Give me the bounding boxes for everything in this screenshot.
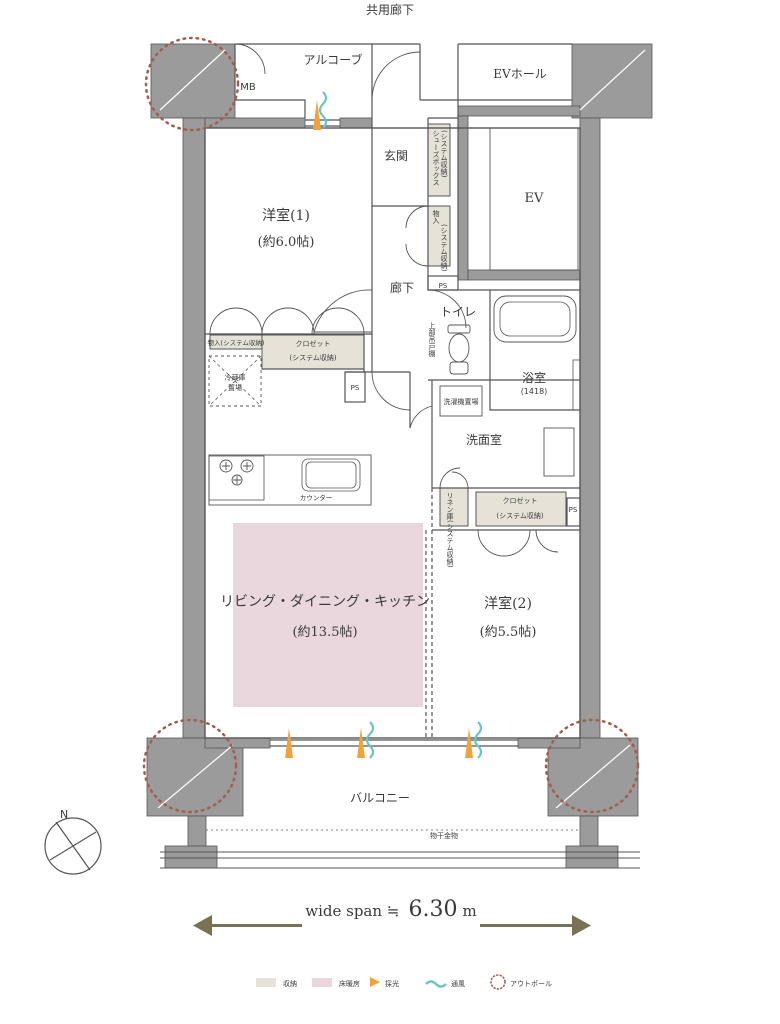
ldk-size: (約13.5帖) [292,625,357,640]
upper-shelf-label: 上部吊戸棚 [428,321,436,358]
ps-label-1: PS [439,282,448,290]
shoes-box-note: (システム収納) [440,130,448,178]
legend-outpole-label: アウトポール [510,980,552,988]
shoes-box-label: シューズボックス [432,130,440,186]
storage-top-note: (システム収納) [440,224,448,272]
ev-label: EV [525,191,544,206]
legend-wind-icon [425,980,447,988]
corner-hatching [157,49,646,809]
legend-wind-label: 通風 [451,979,465,988]
mb-label: MB [240,82,256,93]
room1-storage-label: 物入(システム収納) [208,338,265,347]
counter-label: カウンター [300,493,333,502]
legend-storage-swatch [256,978,276,987]
legend-outpole-icon [490,974,506,990]
legend-storage-label: 収納 [283,979,297,988]
toilet-label: トイレ [440,305,476,319]
compass-north-label: N [60,808,68,821]
corridor-label: 共用廊下 [366,2,414,17]
washroom-label: 洗面室 [466,432,502,447]
bathroom-label: 浴室 [522,370,546,385]
legend: 収納 床暖房 採光 通風 アウトポール [256,974,552,990]
ldk-name: リビング・ダイニング・キッチン [220,594,430,610]
compass-icon [44,817,102,875]
closet1-label: クロゼット [296,339,331,348]
closet2-label: クロゼット [503,496,538,505]
floor-heating-area [233,523,423,707]
closet2-note: (システム収納) [496,511,544,520]
alcove-label: アルコーブ [304,52,363,67]
bathroom-size: (1418) [521,387,548,396]
fridge-label: 冷蔵庫 [225,373,246,382]
legend-floor-heating-swatch [312,978,332,987]
legend-light-icon [370,977,380,987]
span-prefix: wide span ≒ [305,902,399,920]
span-value: 6.30 [408,897,457,922]
room1-name: 洋室(1) [262,207,310,224]
washer-label: 洗濯機置場 [444,397,479,406]
wind-marks [318,91,483,759]
legend-light-label: 採光 [385,979,399,988]
balcony-label: バルコニー [350,791,410,805]
wide-span-text: wide span ≒ 6.30 m [305,897,477,922]
stove [219,459,254,486]
legend-floor-heating-label: 床暖房 [339,979,360,988]
span-unit: m [463,902,477,920]
toilet-fixture [447,324,471,375]
ps-label-2: PS [351,384,360,392]
outpole-circles [142,36,640,814]
hanger-label: 物干金物 [430,831,458,840]
storage-top-label: 物入 [432,209,440,224]
ev-hall-label: EVホール [493,67,546,81]
door-swings [209,43,559,557]
room1-size: (約6.0帖) [258,235,315,250]
linen-storage-label: リネン庫(システム収納) [446,492,454,568]
hallway-label: 廊下 [390,280,414,295]
fridge-label-2: 置場 [228,383,242,392]
room2-size: (約5.5帖) [480,625,537,640]
room2-name: 洋室(2) [484,595,532,612]
ps-label-3: PS [569,506,578,514]
light-marks [285,100,473,758]
entrance-label: 玄関 [384,148,408,163]
closet1-note: (システム収納) [289,353,337,362]
